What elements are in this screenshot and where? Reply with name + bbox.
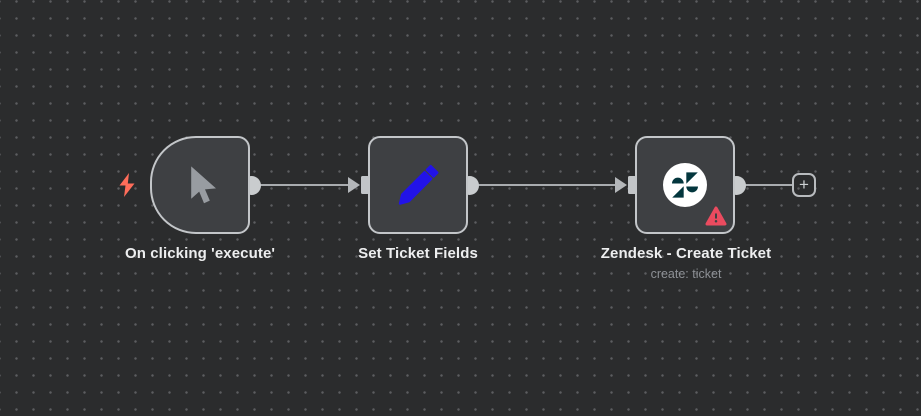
lightning-bolt-icon (115, 172, 139, 198)
node-label-manual-trigger: On clicking 'execute' (124, 245, 276, 262)
wire-trigger-to-set (258, 184, 352, 186)
node-sublabel-zendesk: create: ticket (650, 267, 722, 281)
input-arrow-icon (615, 177, 627, 193)
node-manual-trigger[interactable] (150, 136, 250, 234)
pencil-icon (395, 162, 441, 208)
input-port-set-node[interactable] (361, 176, 369, 194)
zendesk-icon (663, 163, 707, 207)
wire-zendesk-to-add (744, 184, 794, 186)
node-set-ticket-fields[interactable] (368, 136, 468, 234)
input-arrow-icon (348, 177, 360, 193)
input-port-zendesk-node[interactable] (628, 176, 636, 194)
node-label-zendesk: Zendesk - Create Ticket (600, 245, 772, 262)
add-node-button[interactable]: + (792, 173, 816, 197)
cursor-icon (180, 164, 220, 206)
wire-set-to-zendesk (476, 184, 619, 186)
node-zendesk-create-ticket[interactable] (635, 136, 735, 234)
warning-triangle-icon[interactable] (705, 206, 727, 226)
node-label-set-ticket-fields: Set Ticket Fields (358, 245, 478, 262)
